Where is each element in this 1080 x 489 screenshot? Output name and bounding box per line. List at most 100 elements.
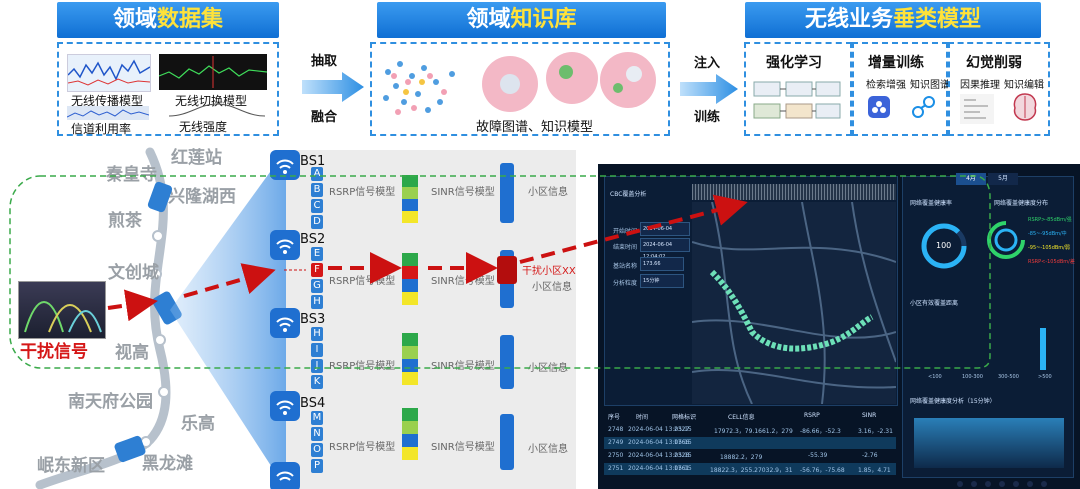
- dataset-chart-4: [168, 102, 266, 118]
- wifi-icon-bs1: [270, 150, 300, 180]
- dataset-chart-1: [67, 54, 151, 92]
- bs2-rsrp: RSRP信号模型: [329, 276, 396, 287]
- rl-diagram: [753, 81, 841, 119]
- city-hongliang: 红莲站: [171, 148, 222, 168]
- bs3-color-stack: [402, 333, 418, 385]
- bs4-sinr: SINR信号模型: [431, 442, 495, 453]
- coverage-health-title: 网络覆盖健康率: [910, 200, 953, 207]
- city-tianfu-park: 南天府公园: [68, 392, 153, 412]
- bs3-rsrp: RSRP信号模型: [329, 361, 396, 372]
- city-qinhuang: 秦皇寺: [106, 165, 157, 185]
- bs2-cell-info: 小区信息: [532, 282, 572, 293]
- city-mindong: 岷东新区: [37, 456, 105, 476]
- bs1-cell-bar: [500, 163, 514, 223]
- hallucination-title: 幻觉削弱: [966, 55, 1022, 71]
- bs1-sinr: SINR信号模型: [431, 187, 495, 198]
- causal-label: 因果推理: [960, 80, 1000, 91]
- tab-may[interactable]: 5月: [988, 173, 1018, 185]
- pagination-dots: [957, 481, 1047, 487]
- bs3-sinr: SINR信号模型: [431, 361, 495, 372]
- city-road-map: [692, 202, 896, 404]
- bs4-cell-bar: [500, 414, 514, 470]
- dataset-chart-3: [66, 106, 150, 120]
- city-shigao: 视高: [115, 343, 149, 363]
- cell-m: M: [311, 411, 323, 425]
- bs3-label: BS3: [300, 312, 326, 327]
- cell-p: P: [311, 459, 323, 473]
- extract-arrow: [302, 72, 364, 102]
- form-select-2[interactable]: 15分钟: [640, 274, 684, 288]
- bs4-cell-info: 小区信息: [528, 444, 568, 455]
- dataset-box: 无线传播模型 无线切换模型 信道利用率 无线强度: [57, 42, 279, 136]
- knowledge-caption: 故障图谱、知识模型: [476, 120, 594, 135]
- knowledge-graph-2: [482, 52, 656, 112]
- cell-n: N: [311, 427, 323, 441]
- city-jiancha: 煎茶: [108, 211, 142, 231]
- form-label-4: 分析粒度: [613, 280, 638, 287]
- cell-j: J: [311, 359, 323, 373]
- wifi-icon-bs2: [270, 230, 300, 260]
- bs1-label: BS1: [300, 154, 326, 169]
- cell-o: O: [311, 443, 323, 457]
- effective-distance-title: 小区有效覆盖距离: [910, 300, 959, 307]
- form-select-1[interactable]: 173.66: [640, 257, 684, 271]
- distribution-ring: [987, 221, 1025, 259]
- rag-icon: [868, 96, 890, 118]
- dataset-header: 领域数据集: [57, 2, 279, 38]
- bs1-color-stack: [402, 175, 418, 223]
- legend-1: RSRP>-85dBm/强: [1028, 217, 1072, 223]
- cell-b: B: [311, 183, 323, 197]
- wifi-icon-bs4: [270, 391, 300, 421]
- bs4-color-stack: [402, 408, 418, 460]
- inject-arrow: [680, 74, 738, 104]
- interference-image: [18, 281, 106, 339]
- cell-c: C: [311, 199, 323, 213]
- legend-2: -85~-95dBm/中: [1028, 231, 1067, 237]
- dataset-item-2: 无线切换模型: [175, 94, 248, 108]
- legend-3: -95~-105dBm/弱: [1028, 245, 1070, 251]
- gauge-value: 100: [936, 241, 952, 250]
- cell-e: E: [311, 247, 323, 261]
- bar-label-2: 100-300: [962, 374, 983, 380]
- train-label: 训练: [694, 110, 721, 125]
- kg-icon: [912, 96, 935, 118]
- bar-label-1: <100: [928, 374, 942, 380]
- city-legao: 乐高: [181, 414, 215, 434]
- legend-4: RSRP<-105dBm/差: [1028, 259, 1075, 265]
- model-box-1: 强化学习: [744, 42, 852, 136]
- bs2-color-stack: [402, 253, 418, 305]
- bar-label-4: >500: [1038, 374, 1052, 380]
- city-xinglong: 兴隆湖西: [168, 187, 236, 207]
- cell-d: D: [311, 215, 323, 229]
- health-analysis-title: 网络覆盖健康度分析（15分钟）: [910, 398, 996, 405]
- bs1-rsrp: RSRP信号模型: [329, 187, 396, 198]
- distance-bar: [1040, 328, 1046, 370]
- city-wenchuang: 文创城: [108, 263, 159, 283]
- dataset-item-4: 无线强度: [179, 120, 228, 134]
- wifi-icon-bs5: [270, 462, 300, 489]
- coverage-beam: [170, 150, 286, 489]
- cell-a: A: [311, 167, 323, 181]
- form-label-2: 结束时间: [613, 244, 638, 251]
- knowledge-header: 领域知识库: [377, 2, 666, 38]
- cell-f: F: [311, 263, 323, 277]
- bs3-cell-bar: [500, 335, 514, 389]
- bs2-label: BS2: [300, 232, 326, 247]
- incremental-title: 增量训练: [868, 55, 924, 71]
- coverage-gauge: [921, 223, 967, 269]
- bs2-interference-marker: [497, 256, 517, 284]
- knowledge-box: 故障图谱、知识模型: [370, 42, 670, 136]
- rag-label: 检索增强: [866, 80, 906, 91]
- dataset-chart-2: [158, 54, 268, 90]
- bs-panel: [286, 150, 576, 489]
- bs1-cell-info: 小区信息: [528, 187, 568, 198]
- kg-label: 知识图谱: [910, 80, 950, 91]
- model-box-2: 增量训练 检索增强 知识图谱: [852, 42, 950, 136]
- edit-label: 知识编辑: [1004, 80, 1044, 91]
